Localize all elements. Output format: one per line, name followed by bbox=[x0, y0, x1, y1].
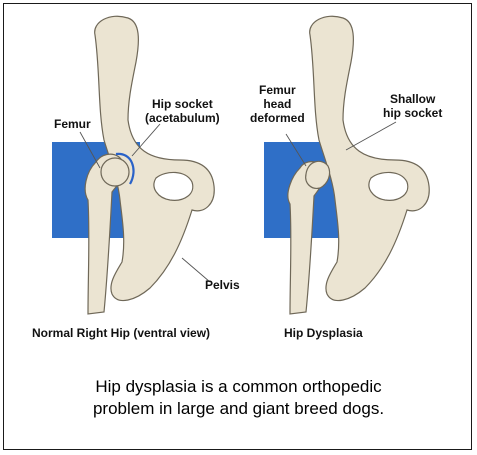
left-femur-head bbox=[101, 158, 129, 186]
caption-hip-dysplasia: Hip Dysplasia bbox=[284, 326, 363, 340]
label-femur: Femur bbox=[54, 117, 91, 131]
caption-normal-hip: Normal Right Hip (ventral view) bbox=[32, 326, 210, 340]
right-shallow-leader bbox=[346, 122, 396, 150]
label-femur-head-line1: Femur bbox=[250, 83, 305, 97]
description-line1: Hip dysplasia is a common orthopedic bbox=[20, 376, 457, 398]
label-hip-socket-line1: Hip socket bbox=[145, 97, 220, 111]
description-line2: problem in large and giant breed dogs. bbox=[20, 398, 457, 420]
left-socket-leader bbox=[132, 124, 160, 156]
label-femur-head-line2: head bbox=[250, 97, 305, 111]
label-shallow-line1: Shallow bbox=[383, 92, 442, 106]
right-pelvis-foramen bbox=[369, 172, 408, 200]
label-hip-socket: Hip socket (acetabulum) bbox=[145, 97, 220, 125]
label-hip-socket-line2: (acetabulum) bbox=[145, 111, 220, 125]
label-pelvis: Pelvis bbox=[205, 278, 240, 292]
left-pelvis-foramen bbox=[154, 172, 193, 200]
label-shallow-line2: hip socket bbox=[383, 106, 442, 120]
label-femur-head-line3: deformed bbox=[250, 111, 305, 125]
normal-hip-diagram bbox=[52, 16, 214, 314]
hip-illustration bbox=[0, 0, 477, 360]
description-text: Hip dysplasia is a common orthopedic pro… bbox=[20, 376, 457, 420]
dysplasia-hip-diagram bbox=[264, 16, 429, 314]
label-femur-head-deformed: Femur head deformed bbox=[250, 83, 305, 125]
right-pelvis bbox=[310, 16, 430, 300]
label-shallow-socket: Shallow hip socket bbox=[383, 92, 442, 120]
